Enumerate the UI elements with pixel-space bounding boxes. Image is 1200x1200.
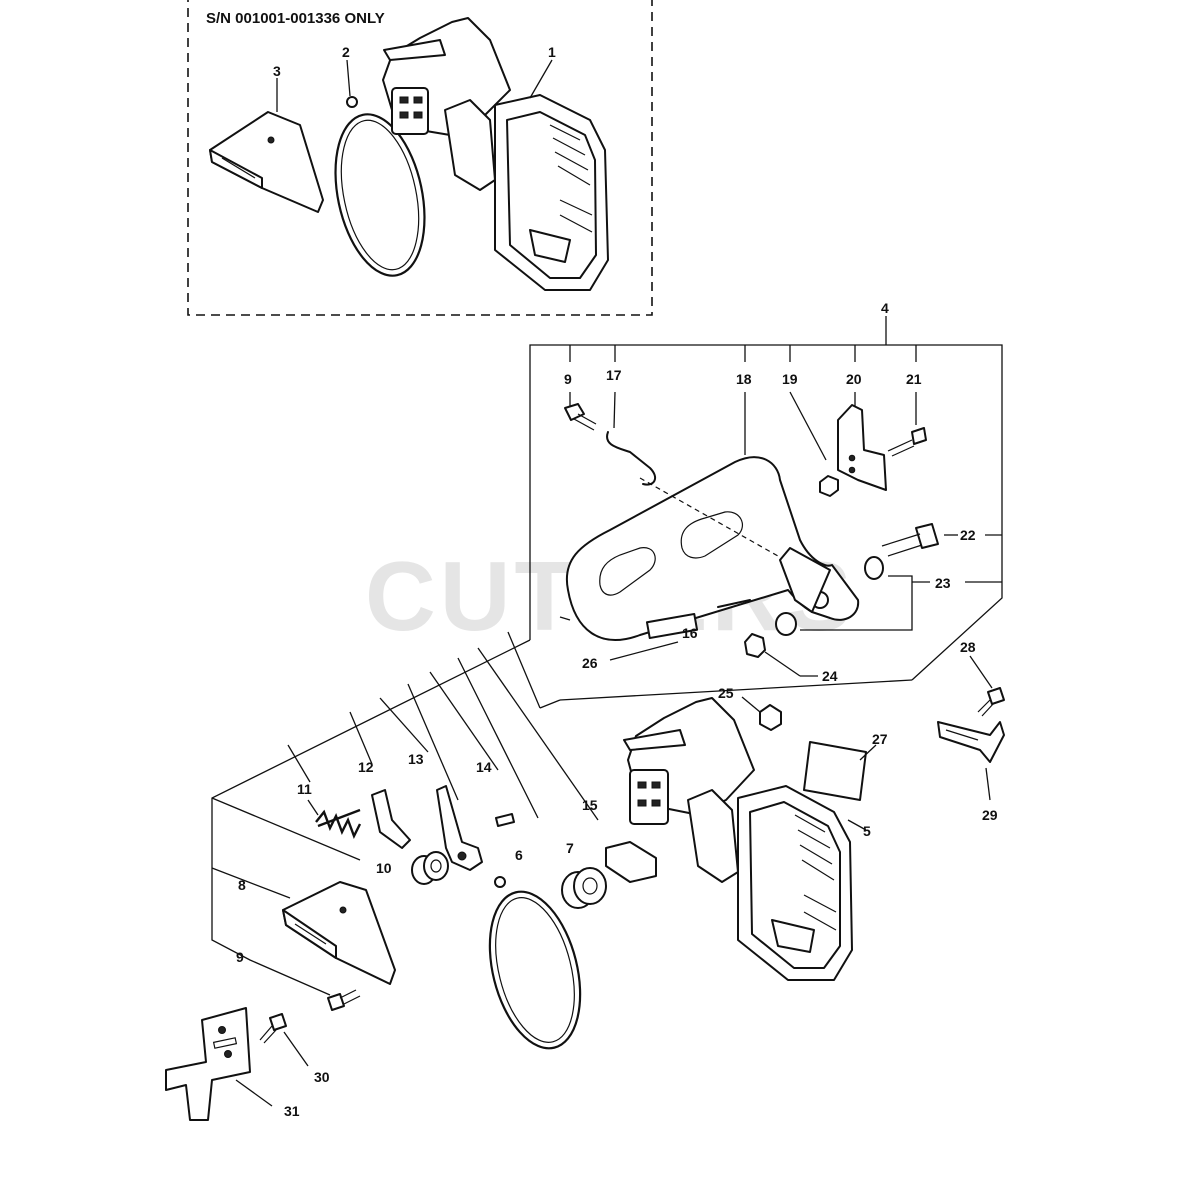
- spring-17: [606, 431, 657, 486]
- screw-9-lower: [327, 989, 361, 1011]
- guide-plate-8: [282, 881, 396, 985]
- callout-27: 27: [872, 731, 888, 747]
- callout-11: 11: [297, 781, 312, 797]
- callout-14: 14: [476, 759, 492, 775]
- bracket-lower: [211, 616, 913, 996]
- catcher-29: [937, 721, 1005, 763]
- callout-13: 13: [408, 751, 424, 767]
- callout-25: 25: [718, 685, 734, 701]
- bolt-9-top: [564, 403, 597, 431]
- screw-30: [259, 1013, 287, 1044]
- bracket-4: 4: [529, 300, 1003, 681]
- inset-guide-plate: [209, 111, 324, 213]
- callout-21: 21: [906, 371, 922, 387]
- plate-20: [837, 404, 887, 491]
- inset-clutch-cover: [382, 17, 609, 291]
- bolt-21: [887, 427, 927, 457]
- callout-24: 24: [822, 668, 838, 684]
- callout-29: 29: [982, 807, 998, 823]
- pin-14: [495, 813, 515, 827]
- clutch-cover-5: [623, 697, 853, 981]
- callout-1: 1: [548, 44, 556, 60]
- bar-guard-18: [565, 456, 860, 641]
- lever-13: [436, 785, 483, 871]
- brake-band-6: [488, 876, 582, 1050]
- callout-23: 23: [935, 575, 951, 591]
- callout-26: 26: [582, 655, 598, 671]
- block-15: [605, 841, 657, 883]
- callout-28: 28: [960, 639, 976, 655]
- label-27: [803, 741, 867, 801]
- callout-4: 4: [881, 300, 889, 316]
- callout-16: 16: [682, 625, 698, 641]
- callout-3: 3: [273, 63, 281, 79]
- screw-28: [977, 687, 1005, 717]
- callout-8: 8: [238, 877, 246, 893]
- callout-20: 20: [846, 371, 862, 387]
- lever-12: [371, 789, 411, 849]
- bolt-22: [881, 523, 939, 557]
- callout-31: 31: [284, 1103, 300, 1119]
- callout-30: 30: [314, 1069, 330, 1085]
- inset-box: S/N 001001-001336 ONLY: [187, 0, 653, 316]
- nut-25: [759, 704, 782, 731]
- collar-10: [411, 851, 449, 885]
- callout-17: 17: [606, 367, 622, 383]
- callout-5: 5: [863, 823, 871, 839]
- callout-22: 22: [960, 527, 976, 543]
- inset-brake-band: [334, 96, 426, 277]
- callout-18: 18: [736, 371, 752, 387]
- callout-15: 15: [582, 797, 598, 813]
- spring-11: [315, 808, 362, 839]
- callout-12: 12: [358, 759, 374, 775]
- inset-note: S/N 001001-001336 ONLY: [206, 10, 385, 27]
- callout-19: 19: [782, 371, 798, 387]
- callout-7: 7: [566, 840, 574, 856]
- nut-19: [819, 475, 839, 497]
- plate-31: [165, 1007, 251, 1121]
- callout-9b: 9: [236, 949, 244, 965]
- nut-24: [744, 633, 766, 658]
- callout-6: 6: [515, 847, 523, 863]
- callout-10: 10: [376, 860, 392, 876]
- washer-23: [775, 556, 884, 636]
- label-26: [645, 612, 699, 640]
- pin-16: [717, 599, 751, 608]
- callout-2: 2: [342, 44, 350, 60]
- callout-9a: 9: [564, 371, 572, 387]
- drum-7: [561, 867, 607, 909]
